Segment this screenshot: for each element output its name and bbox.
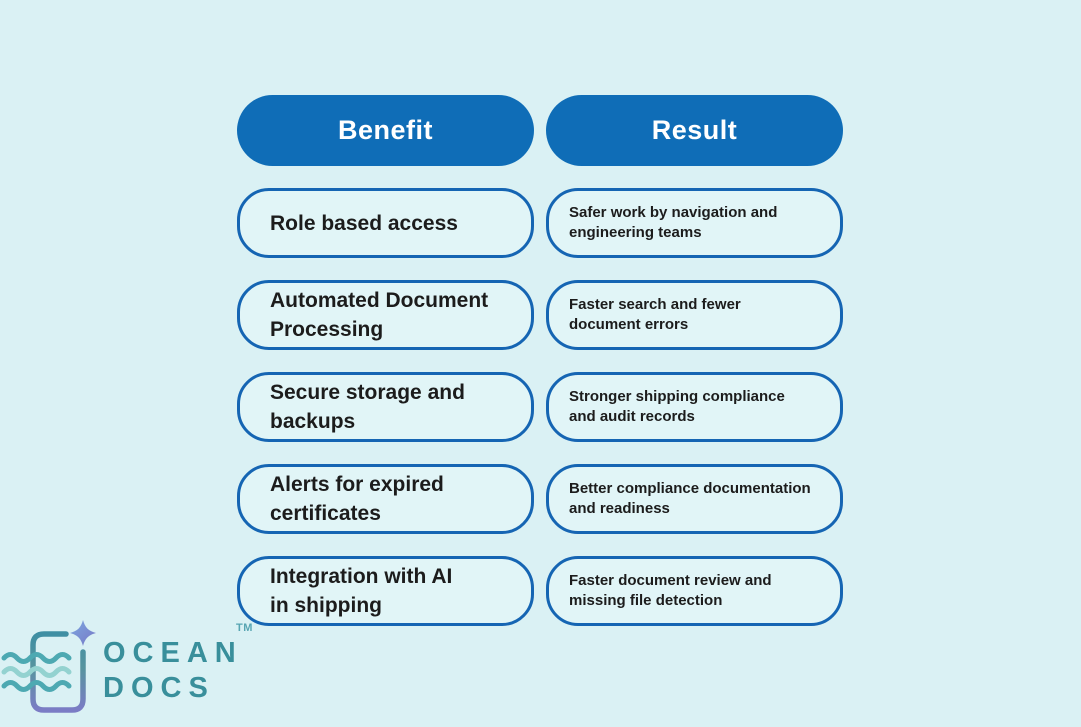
result-header-label: Result: [651, 115, 738, 145]
brand-wordmark: OCEAN DOCS: [103, 636, 243, 706]
result-column-header: Result: [546, 95, 843, 166]
benefit-cell-text: Alerts for expired certificates: [270, 473, 444, 525]
table-row: Automated Document Processing: [237, 280, 534, 350]
table-row: Stronger shipping compliance and audit r…: [546, 372, 843, 442]
benefit-cell-text: Integration with AI in shipping: [270, 565, 453, 617]
benefit-column-header: Benefit: [237, 95, 534, 166]
benefit-cell-text: Automated Document Processing: [270, 289, 489, 341]
result-cell-text: Faster document review and missing file …: [569, 572, 772, 609]
table-row: Faster document review and missing file …: [546, 556, 843, 626]
document-waves-star-icon: [1, 620, 96, 713]
table-row: Safer work by navigation and engineering…: [546, 188, 843, 258]
table-row: Integration with AI in shipping: [237, 556, 534, 626]
brand-line-docs: DOCS: [103, 672, 215, 704]
benefit-cell-text: Role based access: [270, 211, 458, 235]
result-cell-text: Better compliance documentation and read…: [569, 480, 811, 517]
trademark-symbol: TM: [236, 622, 253, 634]
table-row: Secure storage and backups: [237, 372, 534, 442]
table-row: Role based access: [237, 188, 534, 258]
table-row: Faster search and fewer document errors: [546, 280, 843, 350]
result-cell-text: Stronger shipping compliance and audit r…: [569, 388, 785, 425]
brand-line-ocean: OCEAN: [103, 637, 243, 669]
result-cell-text: Safer work by navigation and engineering…: [569, 204, 778, 241]
ocean-docs-logo-icon: [0, 618, 110, 722]
result-cell-text: Faster search and fewer document errors: [569, 296, 741, 333]
table-row: Alerts for expired certificates: [237, 464, 534, 534]
table-row: Better compliance documentation and read…: [546, 464, 843, 534]
benefit-cell-text: Secure storage and backups: [270, 381, 465, 433]
benefit-header-label: Benefit: [337, 115, 433, 145]
